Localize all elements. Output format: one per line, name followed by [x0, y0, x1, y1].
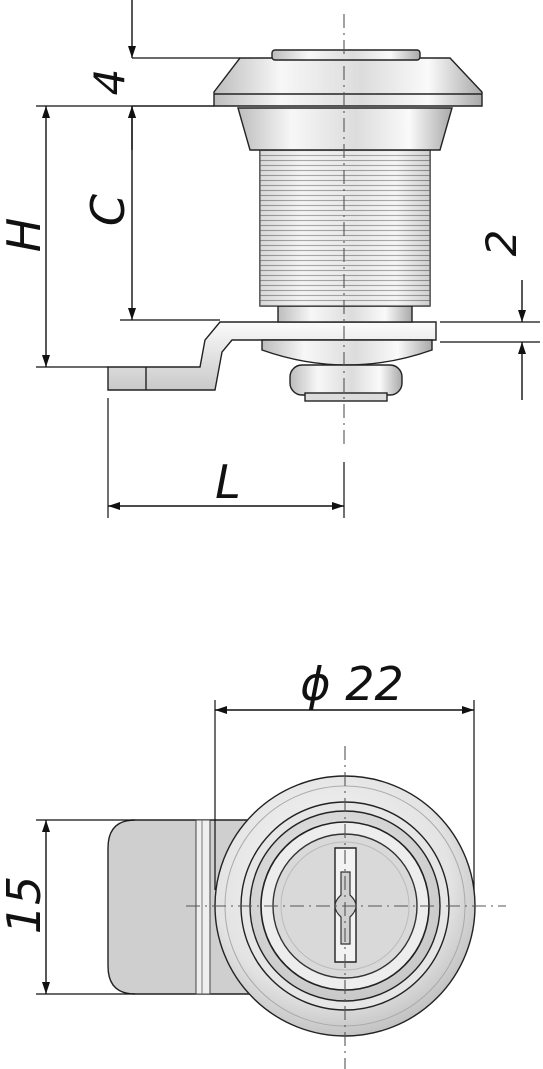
- dim-height-h: H: [0, 105, 214, 368]
- dim-width: 15: [0, 819, 135, 995]
- cam-blade: [107, 321, 437, 391]
- collar: [237, 107, 453, 151]
- dim-body-c: C: [81, 106, 220, 321]
- dim-label-4: 4: [85, 69, 134, 96]
- side-view: [107, 49, 483, 402]
- dim-top-flange: 4: [85, 0, 240, 150]
- dim-label-15: 15: [0, 876, 51, 935]
- flange: [213, 57, 483, 107]
- retaining-screw: [289, 364, 403, 396]
- dim-label-h: H: [0, 218, 51, 253]
- dim-label-diameter: ϕ 22: [300, 657, 404, 711]
- dim-cam-length: L: [107, 398, 345, 518]
- dim-label-2: 2: [477, 230, 526, 257]
- dim-cam-thickness: 2: [440, 230, 540, 400]
- dim-diameter: ϕ 22: [214, 657, 475, 890]
- lower-body: [261, 339, 433, 366]
- dim-label-c: C: [81, 194, 135, 226]
- dim-label-l: L: [215, 455, 241, 509]
